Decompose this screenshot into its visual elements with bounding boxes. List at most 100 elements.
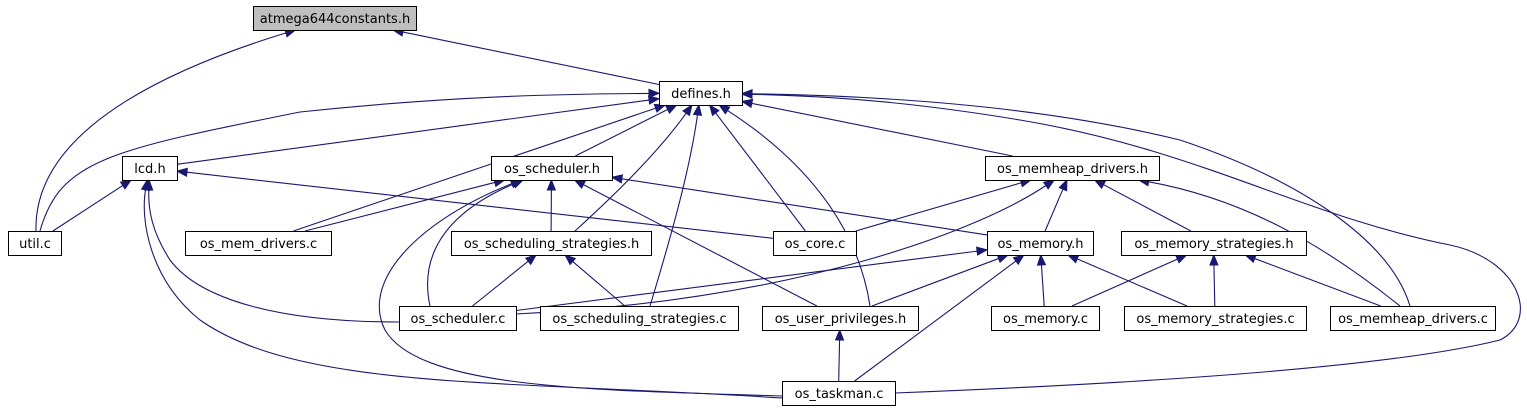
node-box[interactable]	[451, 231, 652, 256]
node-label: os_memory_strategies.c	[1136, 312, 1294, 327]
edge-os-scheduling-strategies-h-to-defines-h	[574, 103, 693, 232]
edge-line	[649, 113, 699, 307]
node-label: atmega644constants.h	[260, 12, 410, 27]
node-box[interactable]	[540, 306, 739, 331]
edge-line	[176, 99, 651, 165]
edge-os-user-privileges-h-to-defines-h	[717, 104, 871, 307]
node-os-scheduling-strategies-h[interactable]: os_scheduling_strategies.h	[451, 231, 652, 256]
edge-arrowhead	[665, 104, 678, 114]
node-defines-h[interactable]: defines.h	[659, 81, 743, 106]
edge-os-memory-h-to-os-scheduler-h	[610, 174, 988, 236]
edge-os-memory-c-to-os-memory-h	[1036, 253, 1047, 307]
edge-arrowhead	[648, 88, 661, 99]
node-box[interactable]	[8, 231, 62, 256]
edge-arrowhead	[140, 178, 151, 192]
edge-line	[148, 188, 400, 323]
edge-line	[1071, 258, 1179, 307]
node-os-memheap-drivers-c[interactable]: os_memheap_drivers.c	[1330, 306, 1496, 331]
node-os-core-c[interactable]: os_core.c	[773, 231, 857, 256]
edge-arrowhead	[708, 103, 720, 117]
node-os-memory-strategies-h[interactable]: os_memory_strategies.h	[1121, 231, 1307, 256]
edge-util-c-to-atmega644constants-h	[35, 28, 297, 232]
edge-line	[472, 260, 530, 307]
edge-arrowhead	[975, 246, 989, 256]
edge-os-memheap-drivers-c-to-defines-h	[740, 89, 1411, 307]
edge-arrowhead	[1058, 178, 1068, 192]
node-box[interactable]	[991, 306, 1100, 331]
node-box[interactable]	[659, 81, 743, 106]
node-os-scheduler-h[interactable]: os_scheduler.h	[491, 156, 613, 181]
edge-arrowhead	[1036, 253, 1047, 266]
node-os-memory-strategies-c[interactable]: os_memory_strategies.c	[1124, 306, 1307, 331]
edge-arrowhead	[717, 104, 731, 115]
edge-line	[143, 188, 783, 399]
edge-arrowhead	[175, 167, 188, 177]
node-label: os_scheduling_strategies.h	[464, 237, 639, 252]
node-util-c[interactable]: util.c	[8, 231, 62, 256]
edge-arrowhead	[1066, 254, 1080, 264]
node-label: os_core.c	[785, 237, 846, 252]
node-os-memheap-drivers-h[interactable]: os_memheap_drivers.h	[985, 156, 1160, 181]
node-box	[253, 6, 417, 31]
edge-arrowhead	[564, 254, 577, 266]
nodes-layer: atmega644constants.h defines.h lcd.h os_sch…	[8, 6, 1496, 406]
edge-line	[1213, 263, 1216, 307]
edge-line	[726, 109, 871, 307]
node-box[interactable]	[1124, 306, 1307, 331]
edge-line	[838, 338, 841, 382]
node-box[interactable]	[773, 231, 857, 256]
edge-os-scheduler-c-to-os-scheduling-strategies-h	[472, 254, 538, 307]
edge-line	[427, 182, 515, 307]
edge-line	[854, 259, 1018, 382]
node-box[interactable]	[185, 231, 332, 256]
edge-line	[582, 183, 818, 307]
edge-line	[871, 257, 1000, 307]
edge-line	[714, 111, 806, 232]
edge-arrowhead	[740, 98, 754, 109]
edge-os-scheduler-c-to-os-memheap-drivers-h	[515, 179, 1056, 315]
node-box[interactable]	[1330, 306, 1496, 331]
edge-line	[855, 181, 1023, 232]
node-os-memory-c[interactable]: os_memory.c	[991, 306, 1100, 331]
node-lcd-h[interactable]: lcd.h	[122, 156, 178, 181]
edge-line	[1147, 181, 1401, 307]
edge-line	[293, 107, 657, 232]
node-os-scheduling-strategies-c[interactable]: os_scheduling_strategies.c	[540, 306, 739, 331]
edge-os-memheap-drivers-c-to-os-memory-strategies-h	[1244, 254, 1381, 307]
node-os-mem-drivers-c[interactable]: os_mem_drivers.c	[185, 231, 332, 256]
edge-arrowhead	[1042, 179, 1056, 190]
node-box[interactable]	[122, 156, 178, 181]
node-box[interactable]	[782, 381, 896, 406]
edge-line	[401, 31, 660, 86]
node-box[interactable]	[491, 156, 613, 181]
edge-line	[571, 260, 626, 307]
edge-util-c-to-defines-h	[39, 88, 661, 232]
edge-os-taskman-c-to-os-scheduler-h	[378, 179, 783, 397]
edges-layer	[35, 27, 1521, 399]
node-box[interactable]	[762, 306, 919, 331]
node-label: defines.h	[671, 87, 731, 102]
edge-os-memheap-drivers-h-to-defines-h	[740, 98, 1013, 157]
node-os-memory-h[interactable]: os_memory.h	[987, 231, 1094, 256]
node-os-scheduler-c[interactable]: os_scheduler.c	[399, 306, 517, 331]
edge-arrowhead	[647, 95, 661, 105]
node-box[interactable]	[399, 306, 517, 331]
edge-line	[750, 93, 1521, 394]
edge-os-scheduler-c-to-os-memory-h	[515, 246, 989, 312]
edge-os-taskman-c-to-os-user-privileges-h	[834, 328, 845, 382]
edge-line	[1044, 188, 1064, 232]
edge-line	[304, 181, 496, 232]
edge-arrowhead	[834, 328, 845, 341]
edge-arrowhead	[682, 103, 693, 117]
node-label: os_taskman.c	[795, 387, 884, 402]
node-box[interactable]	[1121, 231, 1307, 256]
edge-line	[515, 250, 979, 312]
node-os-user-privileges-h[interactable]: os_user_privileges.h	[762, 306, 919, 331]
node-atmega644constants-h: atmega644constants.h	[253, 6, 417, 31]
node-os-taskman-c[interactable]: os_taskman.c	[782, 381, 896, 406]
node-box[interactable]	[985, 156, 1160, 181]
edge-os-memory-h-to-os-memheap-drivers-h	[1044, 178, 1068, 232]
node-box[interactable]	[987, 231, 1094, 256]
node-label: os_scheduler.c	[411, 312, 506, 327]
edge-line	[750, 102, 1013, 157]
